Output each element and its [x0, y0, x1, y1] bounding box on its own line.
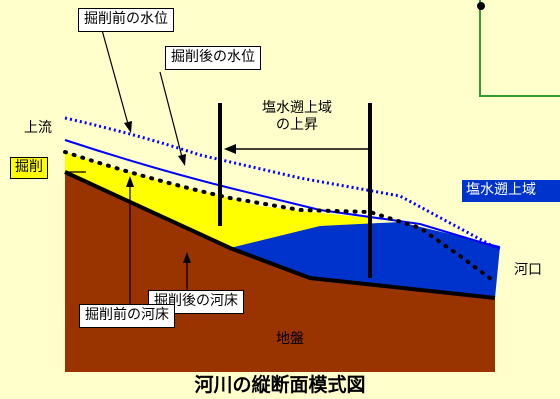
upstream-label: 上流	[24, 120, 52, 136]
water-level-after-line	[64, 139, 501, 249]
water-level-after-label: 掘削後の水位	[165, 46, 261, 70]
riverbed-before-label: 掘削前の河床	[79, 304, 175, 328]
leader-water-before-head	[124, 121, 132, 133]
excavation-label: 掘削	[10, 157, 48, 179]
water-level-before-line	[64, 116, 501, 252]
diagram-title: 河川の縦断面模式図	[194, 374, 366, 396]
saltwater-area	[230, 222, 500, 298]
leader-water-after	[159, 71, 183, 158]
leader-riverbed-after-head	[183, 252, 191, 263]
saltwater-rise-label-line1: 塩水遡上域	[262, 100, 332, 116]
saltwater-rise-label: 塩水遡上域 の上昇	[238, 100, 356, 134]
water-level-before-label: 掘削前の水位	[78, 8, 174, 32]
green-box	[479, 0, 560, 97]
leader-water-before	[101, 29, 129, 125]
riverbed-before-line	[63, 150, 497, 284]
green-box-dot	[477, 2, 485, 10]
leader-riverbed-before-head	[126, 176, 134, 187]
leader-water-after-head	[178, 154, 186, 166]
ground-label: 地盤	[276, 331, 304, 347]
river-mouth-label: 河口	[514, 262, 542, 278]
saltwater-rise-label-line2: の上昇	[276, 116, 318, 133]
saltwater-zone-label: 塩水遡上域	[462, 180, 560, 202]
saltwater-rise-arrowhead	[224, 144, 236, 154]
riverbed-after-line	[64, 170, 496, 300]
